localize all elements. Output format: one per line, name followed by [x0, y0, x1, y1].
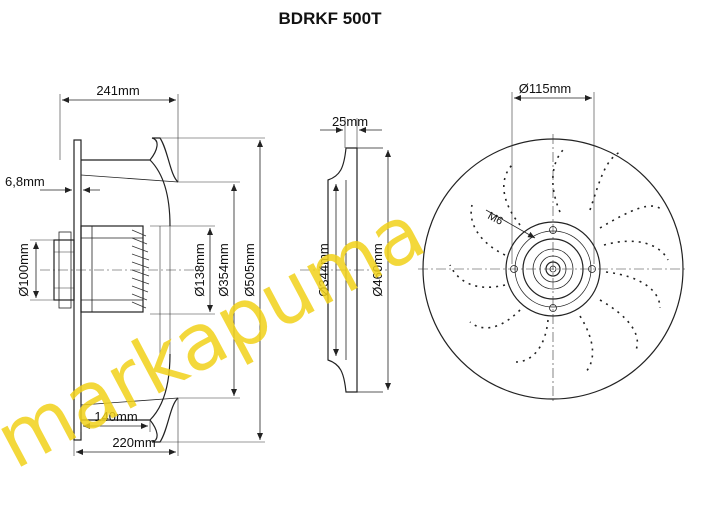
dim-115: Ø115mm [519, 81, 572, 96]
front-view: Ø115mm M6 [418, 81, 688, 404]
dim-241: 241mm [96, 83, 139, 98]
dim-138: Ø138mm [192, 243, 207, 296]
dim-344: Ø344mm [316, 243, 331, 296]
motor-fins [131, 229, 150, 309]
dim-220: 220mm [112, 435, 155, 450]
ring-view: 25mm Ø344mm Ø460mm [300, 114, 391, 393]
dim-460: Ø460mm [370, 243, 385, 296]
dim-505: Ø505mm [242, 243, 257, 296]
dim-354: Ø354mm [216, 243, 231, 296]
dim-25: 25mm [332, 114, 368, 129]
blade-marks [449, 147, 669, 375]
drawing-title: BDRKF 500T [279, 9, 383, 28]
dim-100: Ø100mm [16, 243, 31, 296]
dim-140: 140mm [94, 409, 137, 424]
side-view: 241mm 6,8mm Ø100mm Ø138mm Ø354mm Ø505mm … [5, 83, 265, 456]
dim-6-8: 6,8mm [5, 174, 45, 189]
label-m6: M6 [486, 210, 505, 228]
